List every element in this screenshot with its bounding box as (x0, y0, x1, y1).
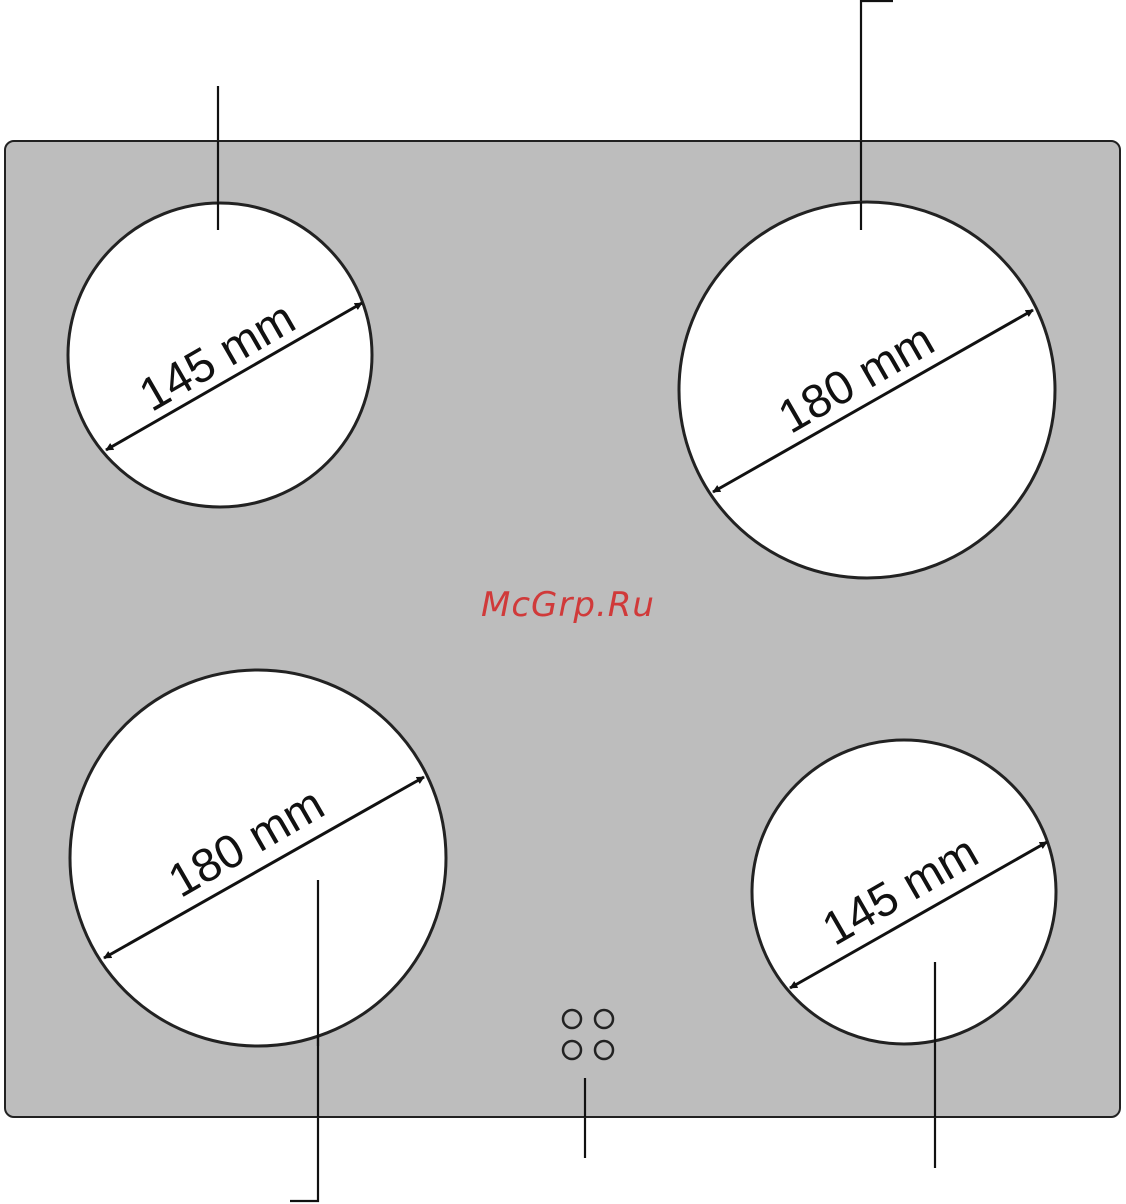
cooking-zone-front-left: 180 mm (70, 670, 446, 1046)
cooking-zone-front-right: 145 mm (752, 740, 1056, 1044)
watermark-text: McGrp.Ru (481, 585, 655, 625)
cooking-zone-rear-right: 180 mm (679, 202, 1055, 578)
leader-line-front-left (290, 1117, 318, 1201)
cooking-zone-rear-left: 145 mm (68, 202, 372, 507)
leader-line-rear-right (861, 1, 893, 141)
